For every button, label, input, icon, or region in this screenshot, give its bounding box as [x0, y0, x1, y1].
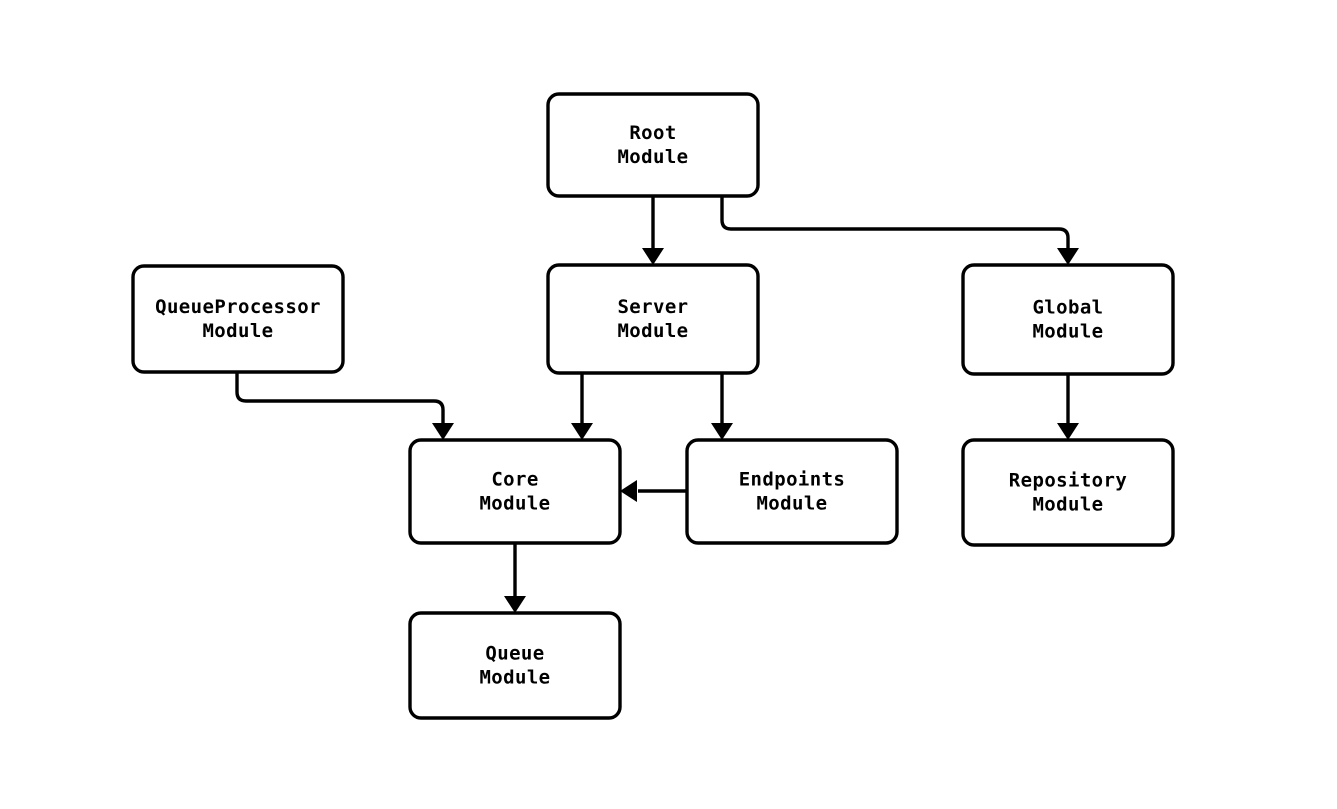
node-label-line1: Global: [1032, 296, 1103, 318]
node-label-line2: Module: [479, 492, 550, 514]
edge-arrowhead: [711, 423, 733, 440]
node-box[interactable]: [408, 438, 622, 545]
node-label-line1: Endpoints: [739, 468, 846, 490]
edges-layer: [235, 196, 1079, 613]
node-box[interactable]: [685, 438, 899, 545]
node-label-line1: Root: [629, 122, 676, 144]
node-box[interactable]: [961, 438, 1175, 547]
node-label-line1: Server: [617, 296, 688, 318]
edge-line: [720, 196, 1070, 249]
node-label-line1: Queue: [485, 642, 544, 664]
edge-arrowhead: [620, 480, 637, 502]
node-label-line2: Module: [202, 319, 273, 341]
edge-root-to-global: [720, 196, 1079, 265]
edge-arrowhead: [1057, 423, 1079, 440]
edge-arrowhead: [1057, 248, 1079, 265]
node-box[interactable]: [546, 92, 760, 198]
edge-endpoints-to-core: [620, 480, 687, 502]
node-label-line2: Module: [479, 666, 550, 688]
node-box[interactable]: [546, 263, 760, 375]
node-label-line2: Module: [1032, 320, 1103, 342]
node-label-line2: Module: [617, 319, 688, 341]
edge-arrowhead: [571, 423, 593, 440]
node-label-line1: Repository: [1009, 469, 1127, 491]
edge-core-to-queue: [504, 543, 526, 613]
node-label-line2: Module: [1032, 493, 1103, 515]
edge-arrowhead: [432, 423, 454, 440]
edge-root-to-server: [642, 196, 664, 265]
node-box[interactable]: [408, 611, 622, 720]
edge-global-to-repository: [1057, 374, 1079, 440]
node-box[interactable]: [961, 263, 1175, 376]
node-label-line2: Module: [756, 492, 827, 514]
edge-line: [235, 372, 445, 424]
node-box[interactable]: [131, 264, 345, 374]
edge-arrowhead: [642, 248, 664, 265]
edge-server-to-core: [571, 373, 593, 440]
node-label-line2: Module: [617, 145, 688, 167]
edge-arrowhead: [504, 596, 526, 613]
node-label-line1: QueueProcessor: [155, 296, 321, 318]
edge-server-to-endpoints: [711, 373, 733, 440]
node-label-line1: Core: [491, 468, 538, 490]
edge-queueprocessor-to-core: [235, 372, 454, 440]
